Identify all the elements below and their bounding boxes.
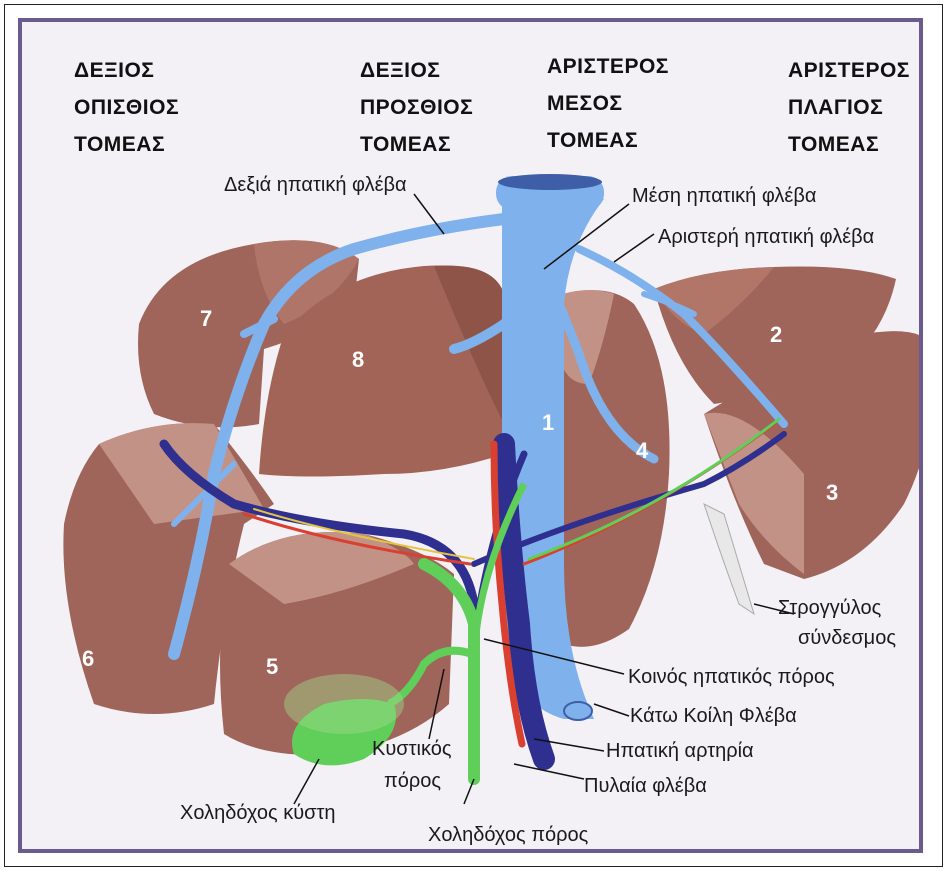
label-left-hepatic-vein: Αριστερή ηπατική φλέβα <box>658 226 874 249</box>
header-left-medial: ΑΡΙΣΤΕΡΟΣ ΜΕΣΟΣ ΤΟΜΕΑΣ <box>547 48 669 159</box>
segment-number-2: 2 <box>770 322 782 348</box>
label-middle-hepatic-vein: Μέση ηπατική φλέβα <box>632 185 816 208</box>
header-left-lateral: ΑΡΙΣΤΕΡΟΣ ΠΛΑΓΙΟΣ ΤΟΜΕΑΣ <box>788 52 910 163</box>
segment-number-1: 1 <box>542 410 554 436</box>
segment-number-5: 5 <box>266 654 278 680</box>
label-round-ligament-2: σύνδεσμος <box>798 627 896 650</box>
header-right-posterior: ΔΕΞΙΟΣ ΟΠΙΣΘΙΟΣ ΤΟΜΕΑΣ <box>74 52 179 163</box>
label-gallbladder: Χοληδόχος κύστη <box>180 802 336 825</box>
label-common-bile-duct: Χοληδόχος πόρος <box>428 824 588 847</box>
label-cystic-duct-2: πόρος <box>384 770 441 793</box>
label-common-hepatic-duct: Κοινός ηπατικός πόρος <box>628 666 835 689</box>
label-right-hepatic-vein: Δεξιά ηπατική φλέβα <box>224 174 407 197</box>
segment-number-6: 6 <box>82 646 94 672</box>
label-portal-vein: Πυλαία φλέβα <box>584 775 707 798</box>
label-round-ligament-1: Στρογγύλος <box>778 597 881 620</box>
label-hepatic-artery: Ηπατική αρτηρία <box>606 740 754 763</box>
segment-number-3: 3 <box>826 480 838 506</box>
segment-number-8: 8 <box>352 347 364 373</box>
header-right-anterior: ΔΕΞΙΟΣ ΠΡΟΣΘΙΟΣ ΤΟΜΕΑΣ <box>360 52 473 163</box>
diagram-frame: 1 2 3 4 5 6 7 8 ΔΕΞΙΟΣ ΟΠΙΣΘΙΟΣ ΤΟΜΕΑΣ Δ… <box>18 18 923 853</box>
label-cystic-duct-1: Κυστικός <box>372 738 451 761</box>
label-inferior-vena-cava: Κάτω Κοίλη Φλέβα <box>630 705 797 728</box>
segment-number-4: 4 <box>636 438 648 464</box>
segment-number-7: 7 <box>200 306 212 332</box>
